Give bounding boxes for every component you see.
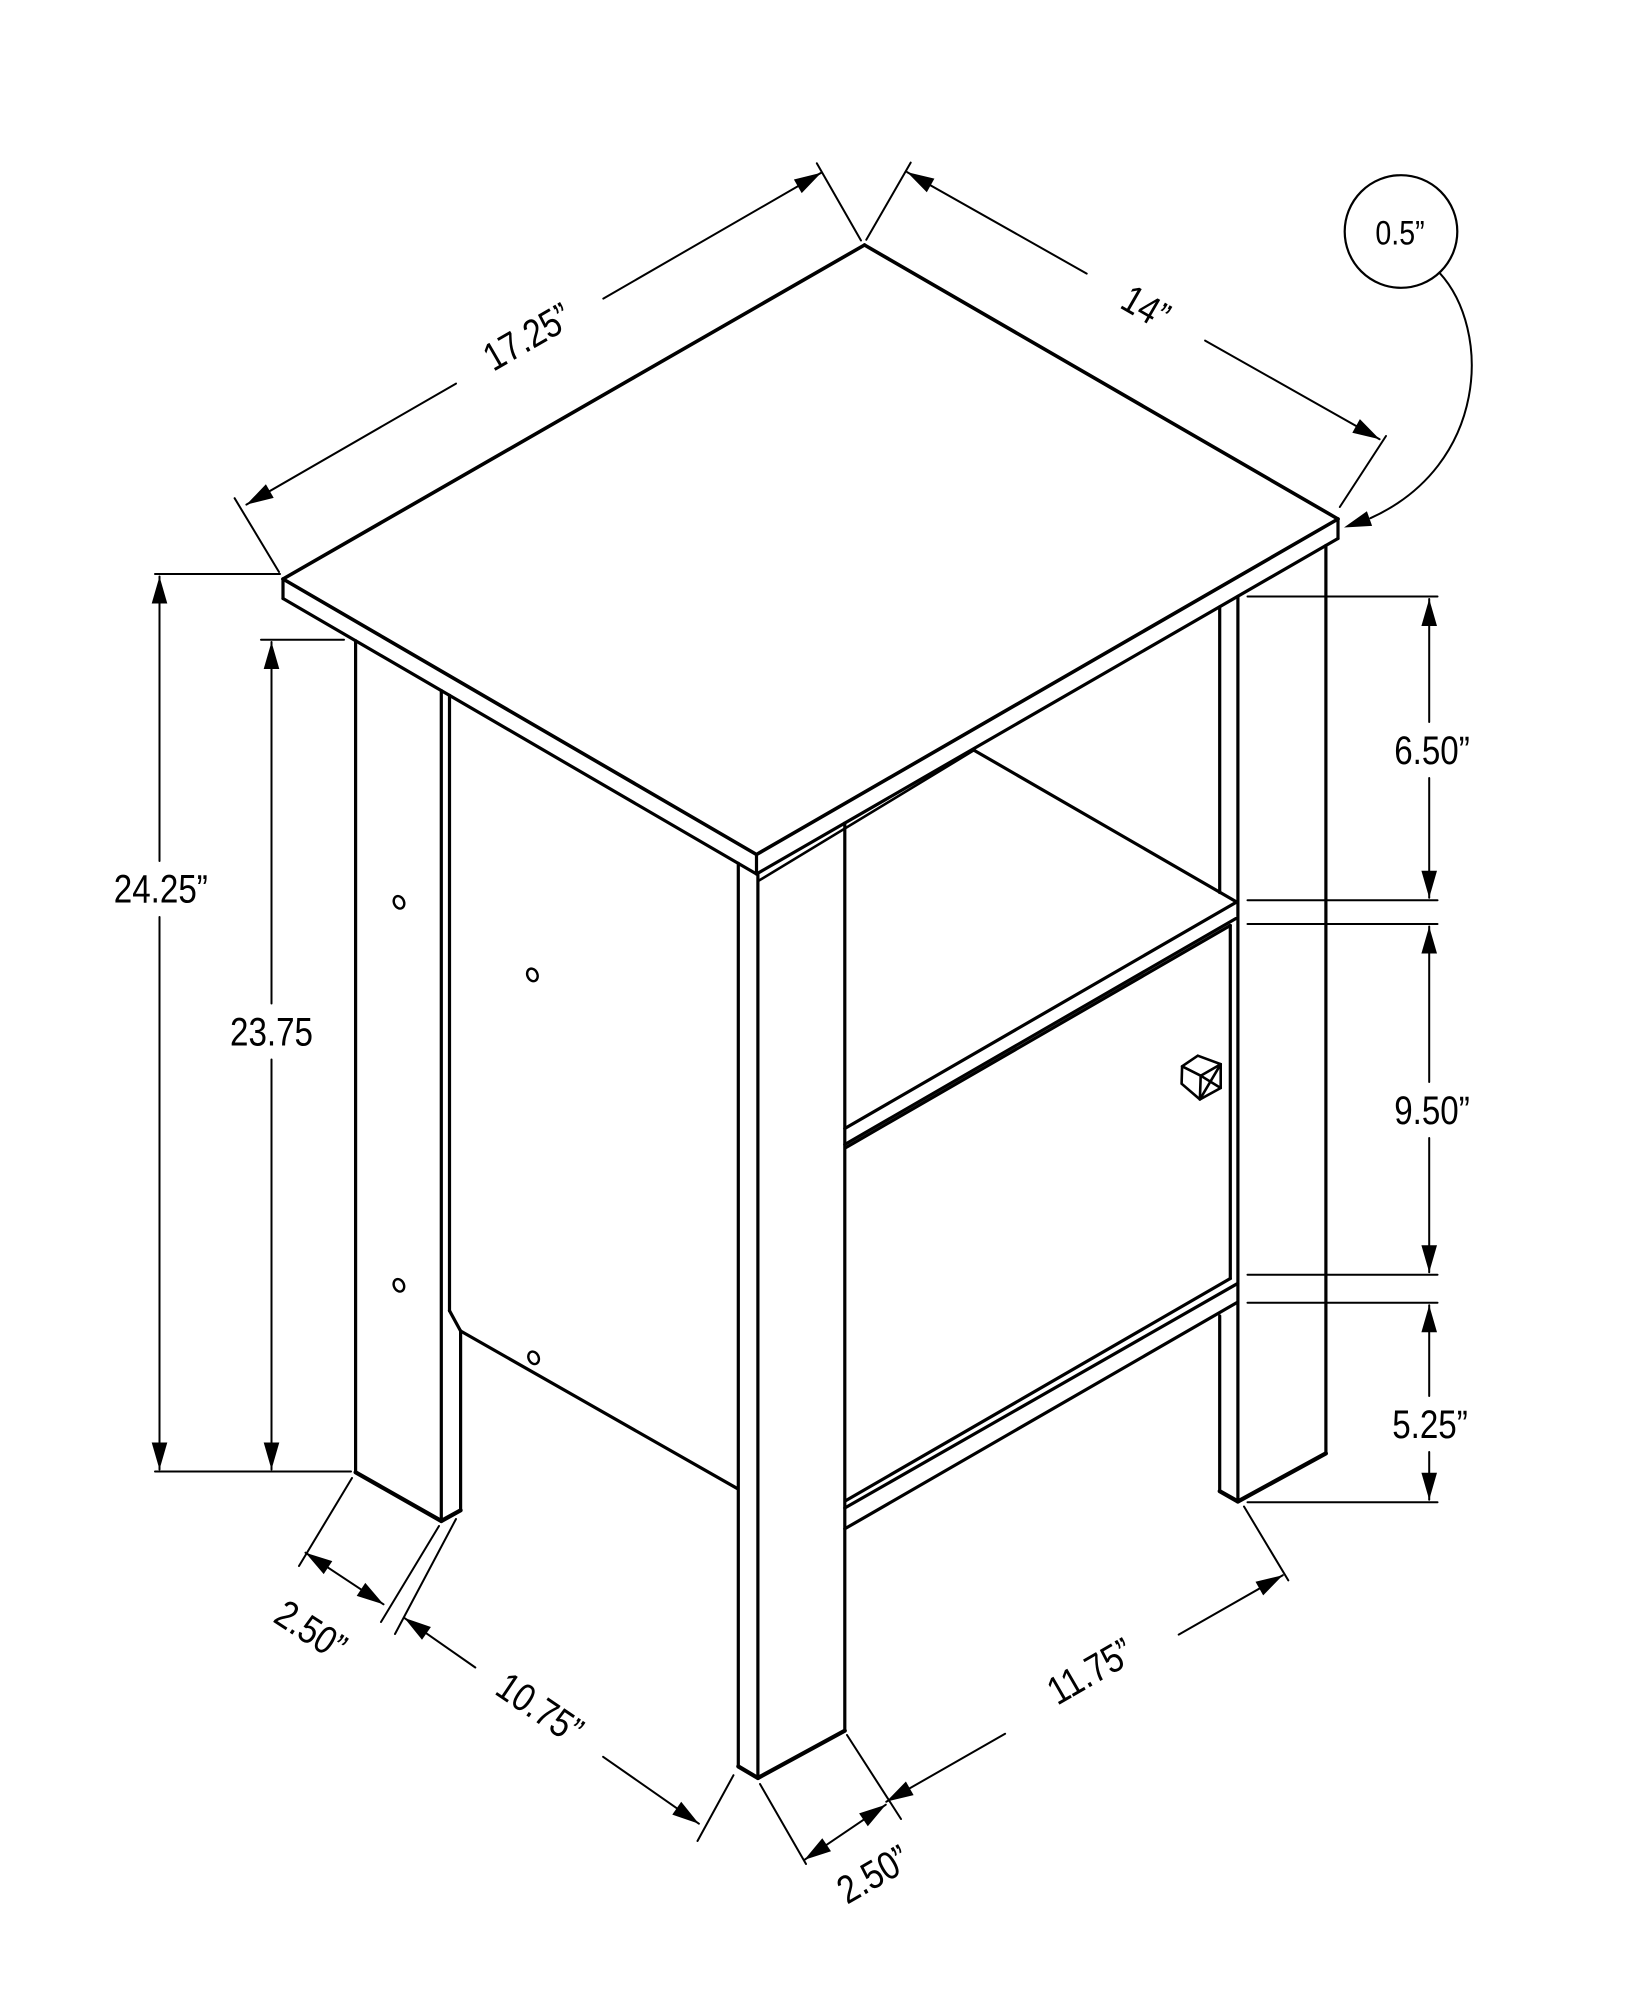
svg-text:6.50”: 6.50” [1394, 728, 1470, 772]
svg-text:24.25”: 24.25” [114, 867, 208, 911]
svg-text:0.5”: 0.5” [1375, 214, 1424, 252]
svg-text:9.50”: 9.50” [1394, 1088, 1470, 1132]
svg-text:23.75: 23.75 [230, 1010, 313, 1054]
svg-text:5.25”: 5.25” [1392, 1402, 1468, 1446]
